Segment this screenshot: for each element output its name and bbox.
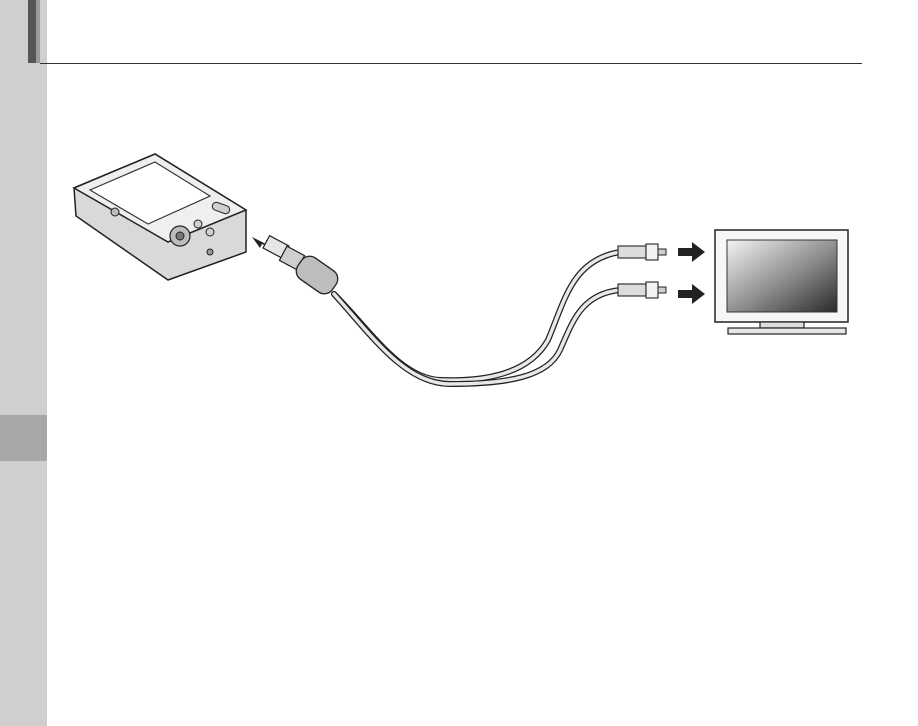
rca-plug-top-icon xyxy=(618,244,666,260)
rca-plug-bottom-icon xyxy=(618,282,666,298)
header-accent-bar-light xyxy=(36,0,40,63)
arrow-right-icon xyxy=(678,242,705,262)
header-accent-bar xyxy=(28,0,36,63)
arrow-right-icon xyxy=(678,284,705,304)
header-rule xyxy=(40,63,862,64)
television-icon xyxy=(715,230,848,334)
side-margin-strip xyxy=(0,0,47,726)
camera-tv-connection-illustration xyxy=(60,140,860,400)
chapter-tab xyxy=(0,415,47,461)
camera-icon xyxy=(74,154,246,280)
av-cable xyxy=(334,252,620,384)
